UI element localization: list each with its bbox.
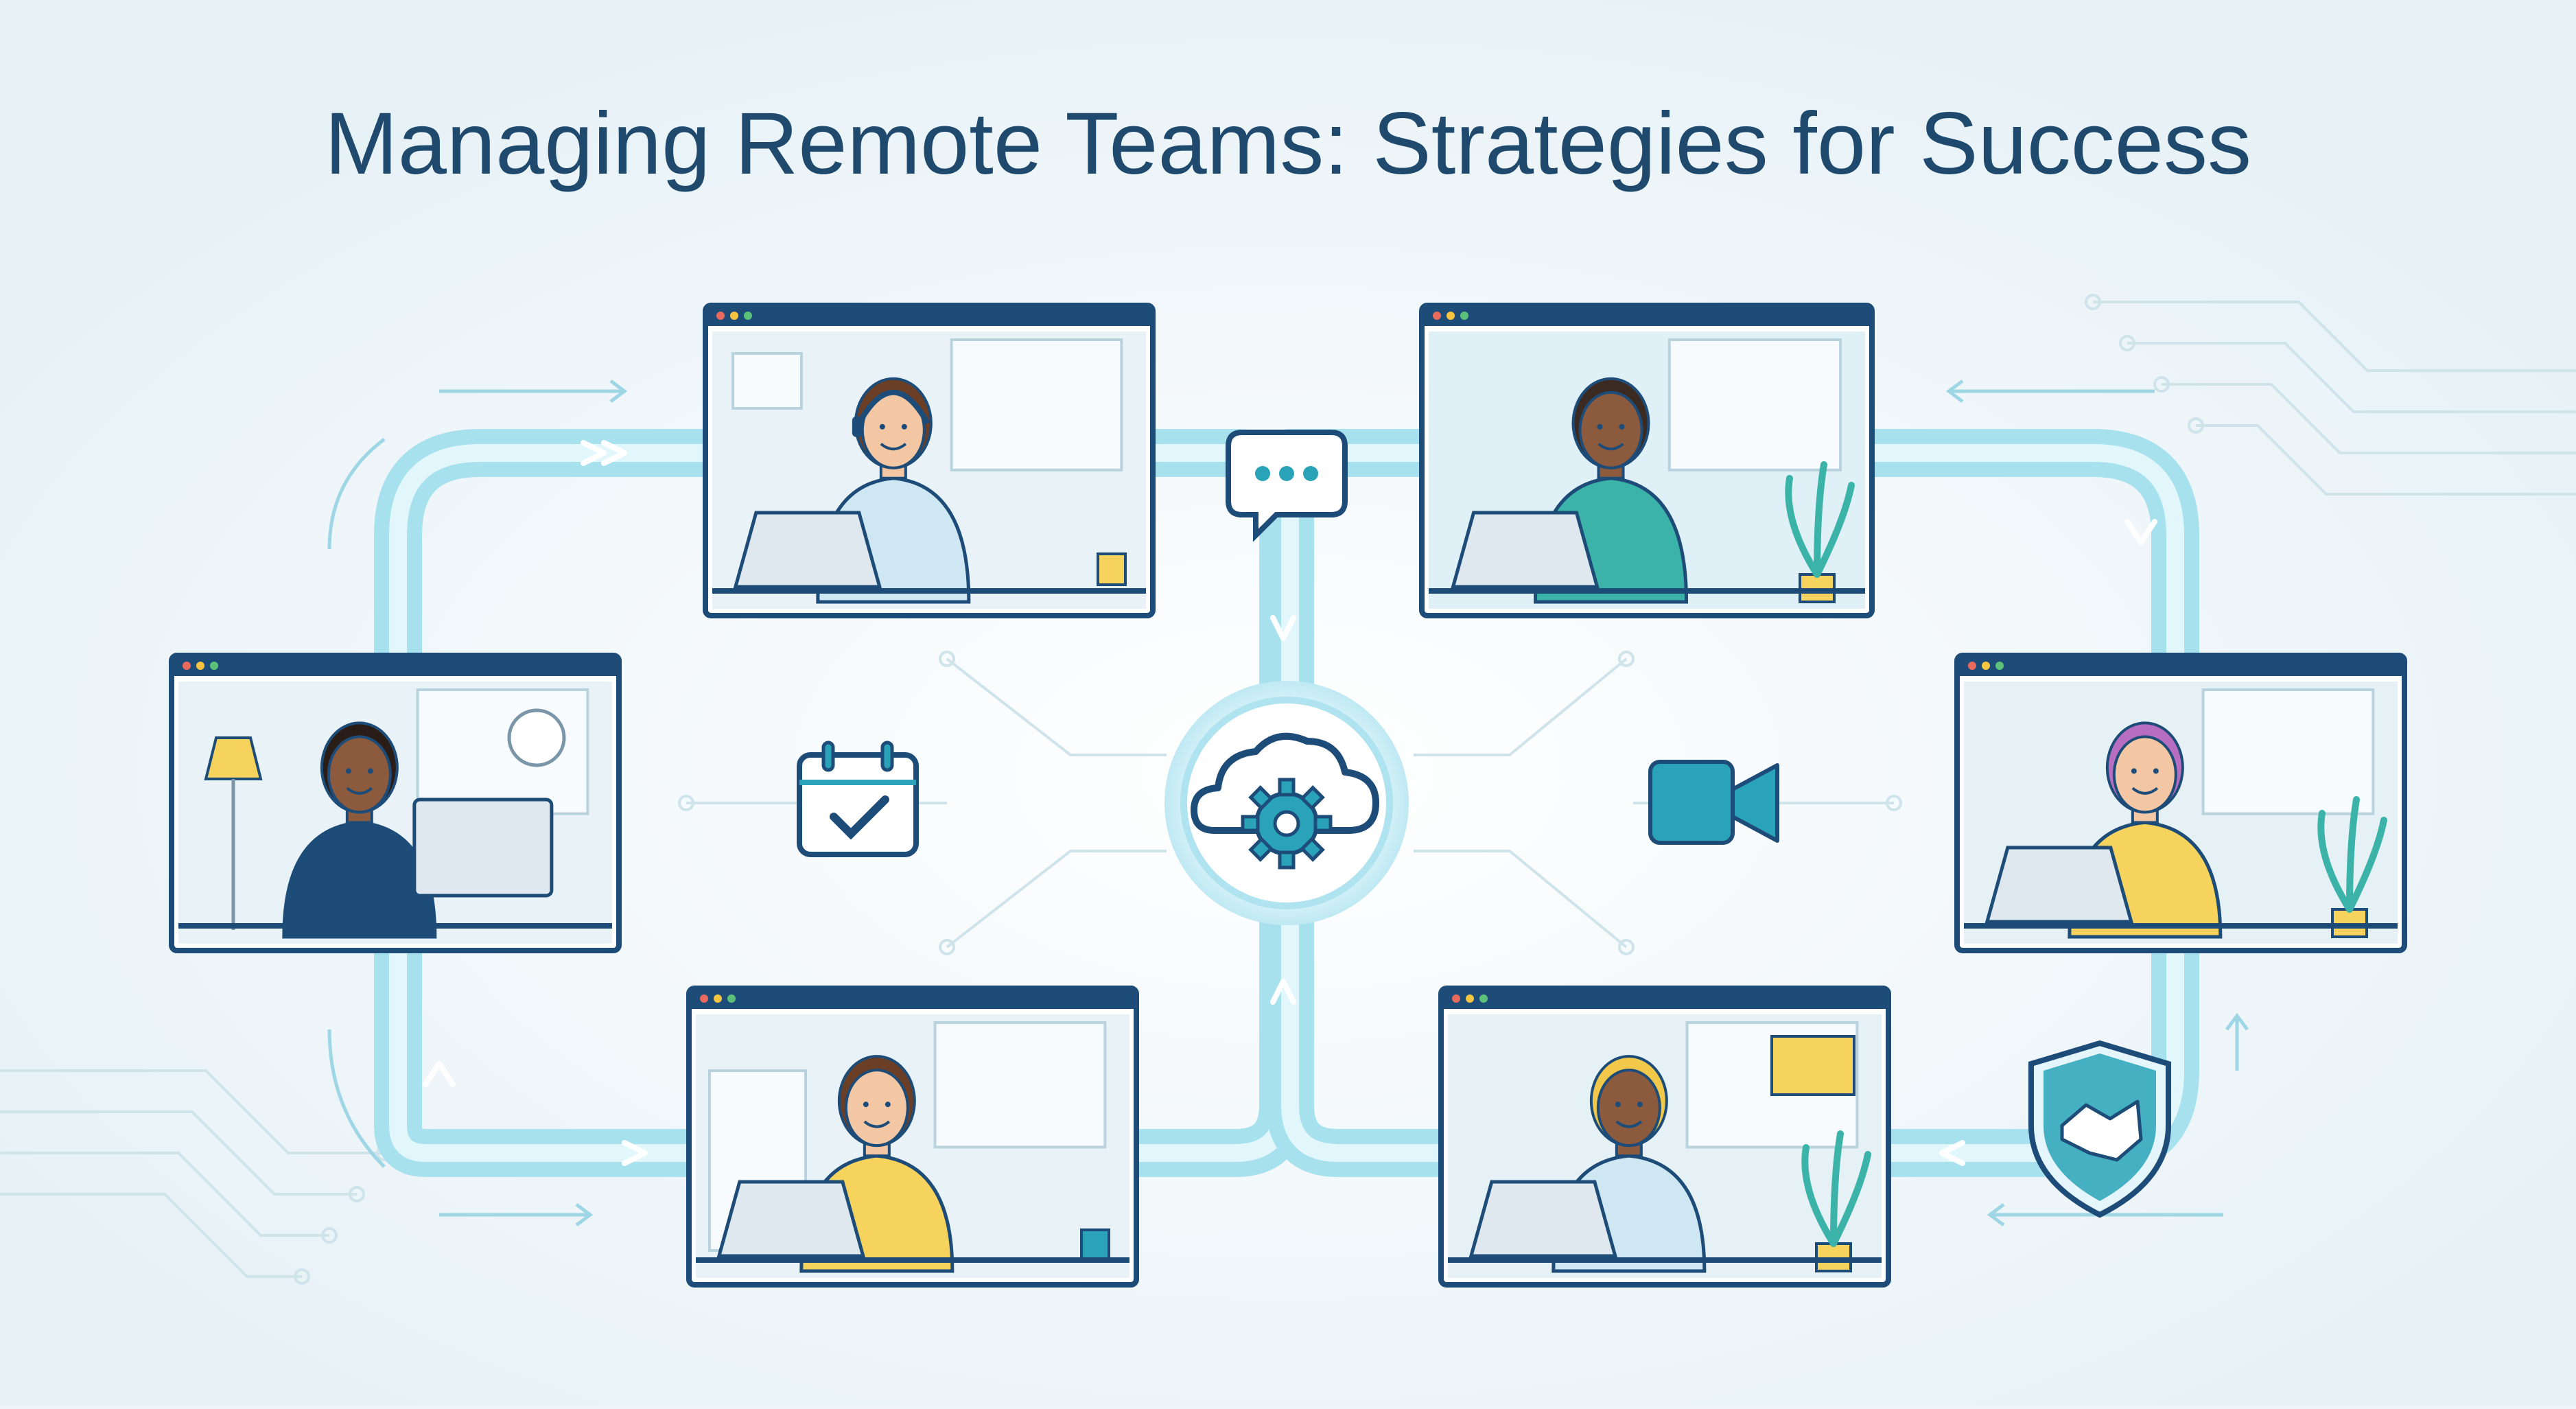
person-at-monitor-icon [282,721,437,939]
chat-bubble-icon [1226,430,1348,542]
clock-icon [507,708,566,767]
window-control-dot [714,994,722,1003]
shield-handshake-icon [2028,1040,2171,1218]
window-control-dot [1466,994,1474,1003]
window-control-dot [730,312,738,320]
monitor-icon [412,797,554,898]
window-control-dot [727,994,736,1003]
window-control-dot [1447,312,1455,320]
video-window-person-office [1954,653,2407,953]
laptop-icon [716,1180,866,1258]
window-control-dot [1460,312,1468,320]
window-control-dot [1995,662,2004,670]
window-control-dot [210,662,218,670]
video-window-woman-desktop [169,653,622,953]
page-title: Managing Remote Teams: Strategies for Su… [325,95,2251,193]
window-control-dot [1968,662,1976,670]
window-control-dot [183,662,191,670]
video-window-man-balcony [1419,303,1875,618]
video-window-woman-headset [703,303,1156,618]
flow-arrows-decoration [327,380,2249,1226]
window-control-dot [1982,662,1990,670]
laptop-icon [733,511,882,589]
laptop-icon [1451,511,1600,589]
window-control-dot [716,312,725,320]
video-window-man-blonde [1438,986,1891,1288]
video-window-woman-yellow-blazer [686,986,1139,1288]
window-control-dot [1452,994,1460,1003]
video-camera-icon [1648,760,1779,845]
window-control-dot [700,994,708,1003]
window-control-dot [744,312,752,320]
cloud-gear-icon [1164,681,1409,925]
calendar-check-icon [797,741,919,857]
window-control-dot [196,662,204,670]
window-control-dot [1479,994,1488,1003]
laptop-icon [1468,1180,1618,1258]
laptop-icon [1984,846,2134,924]
window-control-dot [1433,312,1441,320]
